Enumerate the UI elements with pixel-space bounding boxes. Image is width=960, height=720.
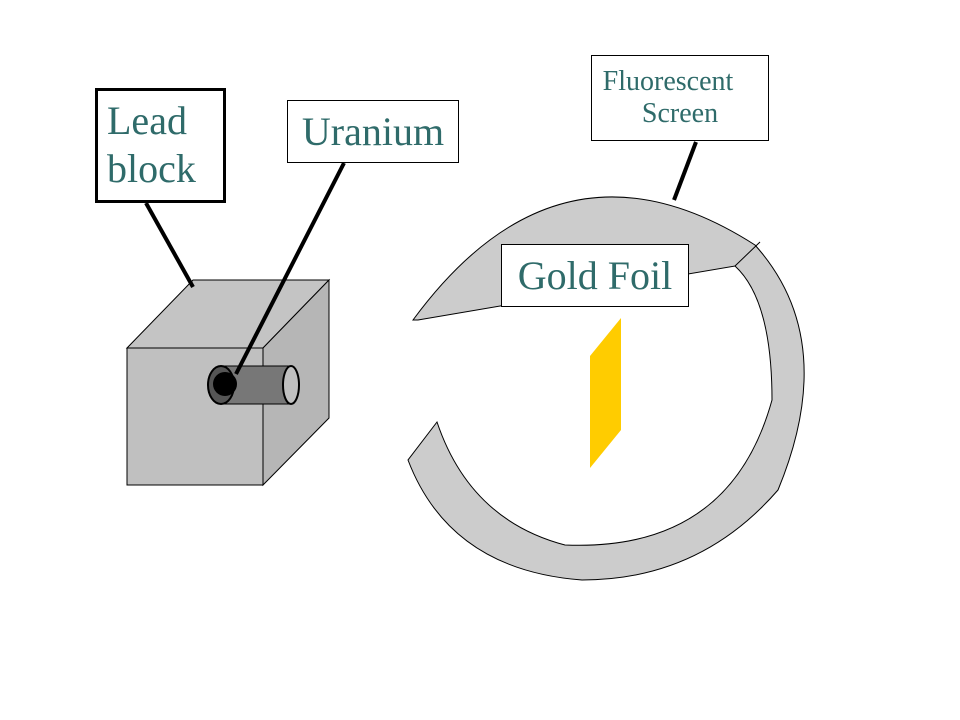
lead-block-label-line1: Lead <box>107 98 187 143</box>
lead-block-label: Lead block <box>95 88 226 203</box>
uranium-sample <box>213 372 237 396</box>
tube-body <box>220 365 292 405</box>
uranium-pointer <box>234 162 346 375</box>
screen-pointer <box>672 141 698 201</box>
uranium-label: Uranium <box>287 100 459 163</box>
gold-foil-label: Gold Foil <box>501 244 689 307</box>
lead-block-label-line2: block <box>107 146 196 191</box>
screen-seam <box>734 241 761 267</box>
gold-foil <box>590 318 621 468</box>
lead-block-pointer <box>144 202 195 288</box>
fluorescent-screen-label-line2: Screen <box>641 98 719 129</box>
lead-block <box>125 278 331 487</box>
fluorescent-screen-label: Fluorescent Screen <box>591 55 769 141</box>
uranium-tube <box>207 365 300 405</box>
tube-back-end <box>282 365 300 405</box>
fluorescent-screen-label-line1: Fluorescent <box>602 66 734 97</box>
